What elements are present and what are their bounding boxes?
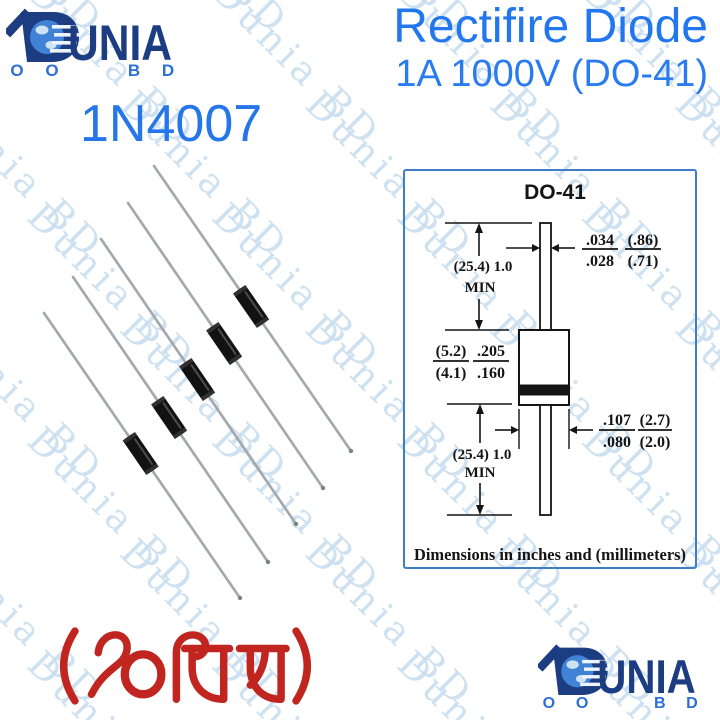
bengali-sa — [235, 644, 290, 703]
label-bottom-lead-min: MIN — [465, 465, 496, 481]
label-top-lead-length: (25.4) 1.0 — [454, 259, 513, 275]
dim-lead-diameter — [506, 244, 661, 252]
cart-d-icon — [538, 644, 608, 695]
package-diagram: DO-41 (25.4) 1.0 MIN — [403, 169, 697, 569]
watermark-text: Dunia BD — [18, 194, 205, 381]
body-len-mm-num: (5.2) — [436, 343, 467, 360]
bengali-digit-2 — [87, 631, 131, 699]
logo-sub-letter-d: D — [686, 694, 698, 712]
cart-wheel-letter: O — [10, 61, 23, 80]
diagram-caption: Dimensions in inches and (millimeters) — [414, 545, 686, 564]
speed-line — [582, 659, 606, 664]
logo-wordmark: UNIA — [597, 651, 696, 704]
speed-line — [52, 25, 77, 29]
cart-wheel-letter: O — [543, 694, 556, 712]
cart-wheel-letter: O — [576, 694, 589, 712]
logo-wordmark: UNIA — [68, 15, 172, 71]
body-len-in-den: .160 — [477, 365, 505, 382]
speed-line — [582, 675, 606, 679]
part-number: 1N4007 — [80, 95, 263, 153]
label-top-lead-min: MIN — [465, 280, 496, 296]
speed-line — [54, 33, 79, 37]
bengali-digit-0 — [120, 650, 166, 699]
header: Rectifire Diode 1A 1000V (DO-41) — [393, 0, 708, 95]
cart-d-icon — [6, 8, 79, 62]
speed-line — [52, 41, 77, 45]
diode-outline — [518, 222, 570, 516]
quantity-badge: (২০ পিস) — [60, 627, 311, 705]
dim-body-diameter — [495, 409, 672, 449]
watermark-text: Dunia BD — [203, 194, 390, 381]
label-bottom-lead-length: (25.4) 1.0 — [453, 447, 512, 463]
dim-bottom-lead-length — [447, 403, 512, 516]
body-dia-in-den: .080 — [603, 434, 631, 451]
speed-line — [50, 49, 72, 53]
open-paren — [60, 627, 79, 705]
speed-line — [580, 682, 602, 687]
dim-top-lead-length — [445, 222, 532, 331]
watermark-text: Dunia BD — [18, 418, 205, 605]
bengali-i-kar — [172, 631, 210, 703]
logo-sub-letter-b: B — [128, 61, 140, 80]
cathode-band — [518, 384, 570, 396]
brand-logo-bottom: UNIA O O B D — [538, 644, 698, 712]
body-len-mm-den: (4.1) — [436, 365, 467, 382]
bengali-pa — [180, 644, 234, 703]
lead-dia-in-num: .034 — [586, 232, 614, 249]
body-dia-mm-den: (2.0) — [640, 434, 671, 451]
body-dia-in-num: .107 — [603, 412, 631, 429]
body-len-in-num: .205 — [477, 343, 505, 360]
speed-line — [584, 667, 608, 671]
product-subtitle: 1A 1000V (DO-41) — [395, 52, 708, 95]
cart-wheel-letter: O — [45, 61, 58, 80]
close-paren — [292, 627, 311, 705]
quantity-text: (২০ পিস) — [90, 635, 277, 690]
body-dia-mm-num: (2.7) — [640, 412, 671, 429]
product-title: Rectifire Diode — [393, 0, 708, 53]
lead-dia-mm-den: (.71) — [628, 253, 659, 270]
logo-sub-letter-d: D — [162, 61, 174, 80]
brand-logo-top: UNIA O O B D — [6, 8, 174, 80]
lead-dia-in-den: .028 — [586, 253, 614, 270]
watermark-text: Dunia BD — [111, 306, 298, 493]
logo-sub-letter-b: B — [654, 694, 666, 712]
diagram-title: DO-41 — [524, 181, 586, 204]
watermark-text: Dunia BD — [0, 306, 113, 493]
watermark-text: Dunia BD — [203, 418, 390, 605]
lead-dia-mm-num: (.86) — [628, 232, 659, 249]
